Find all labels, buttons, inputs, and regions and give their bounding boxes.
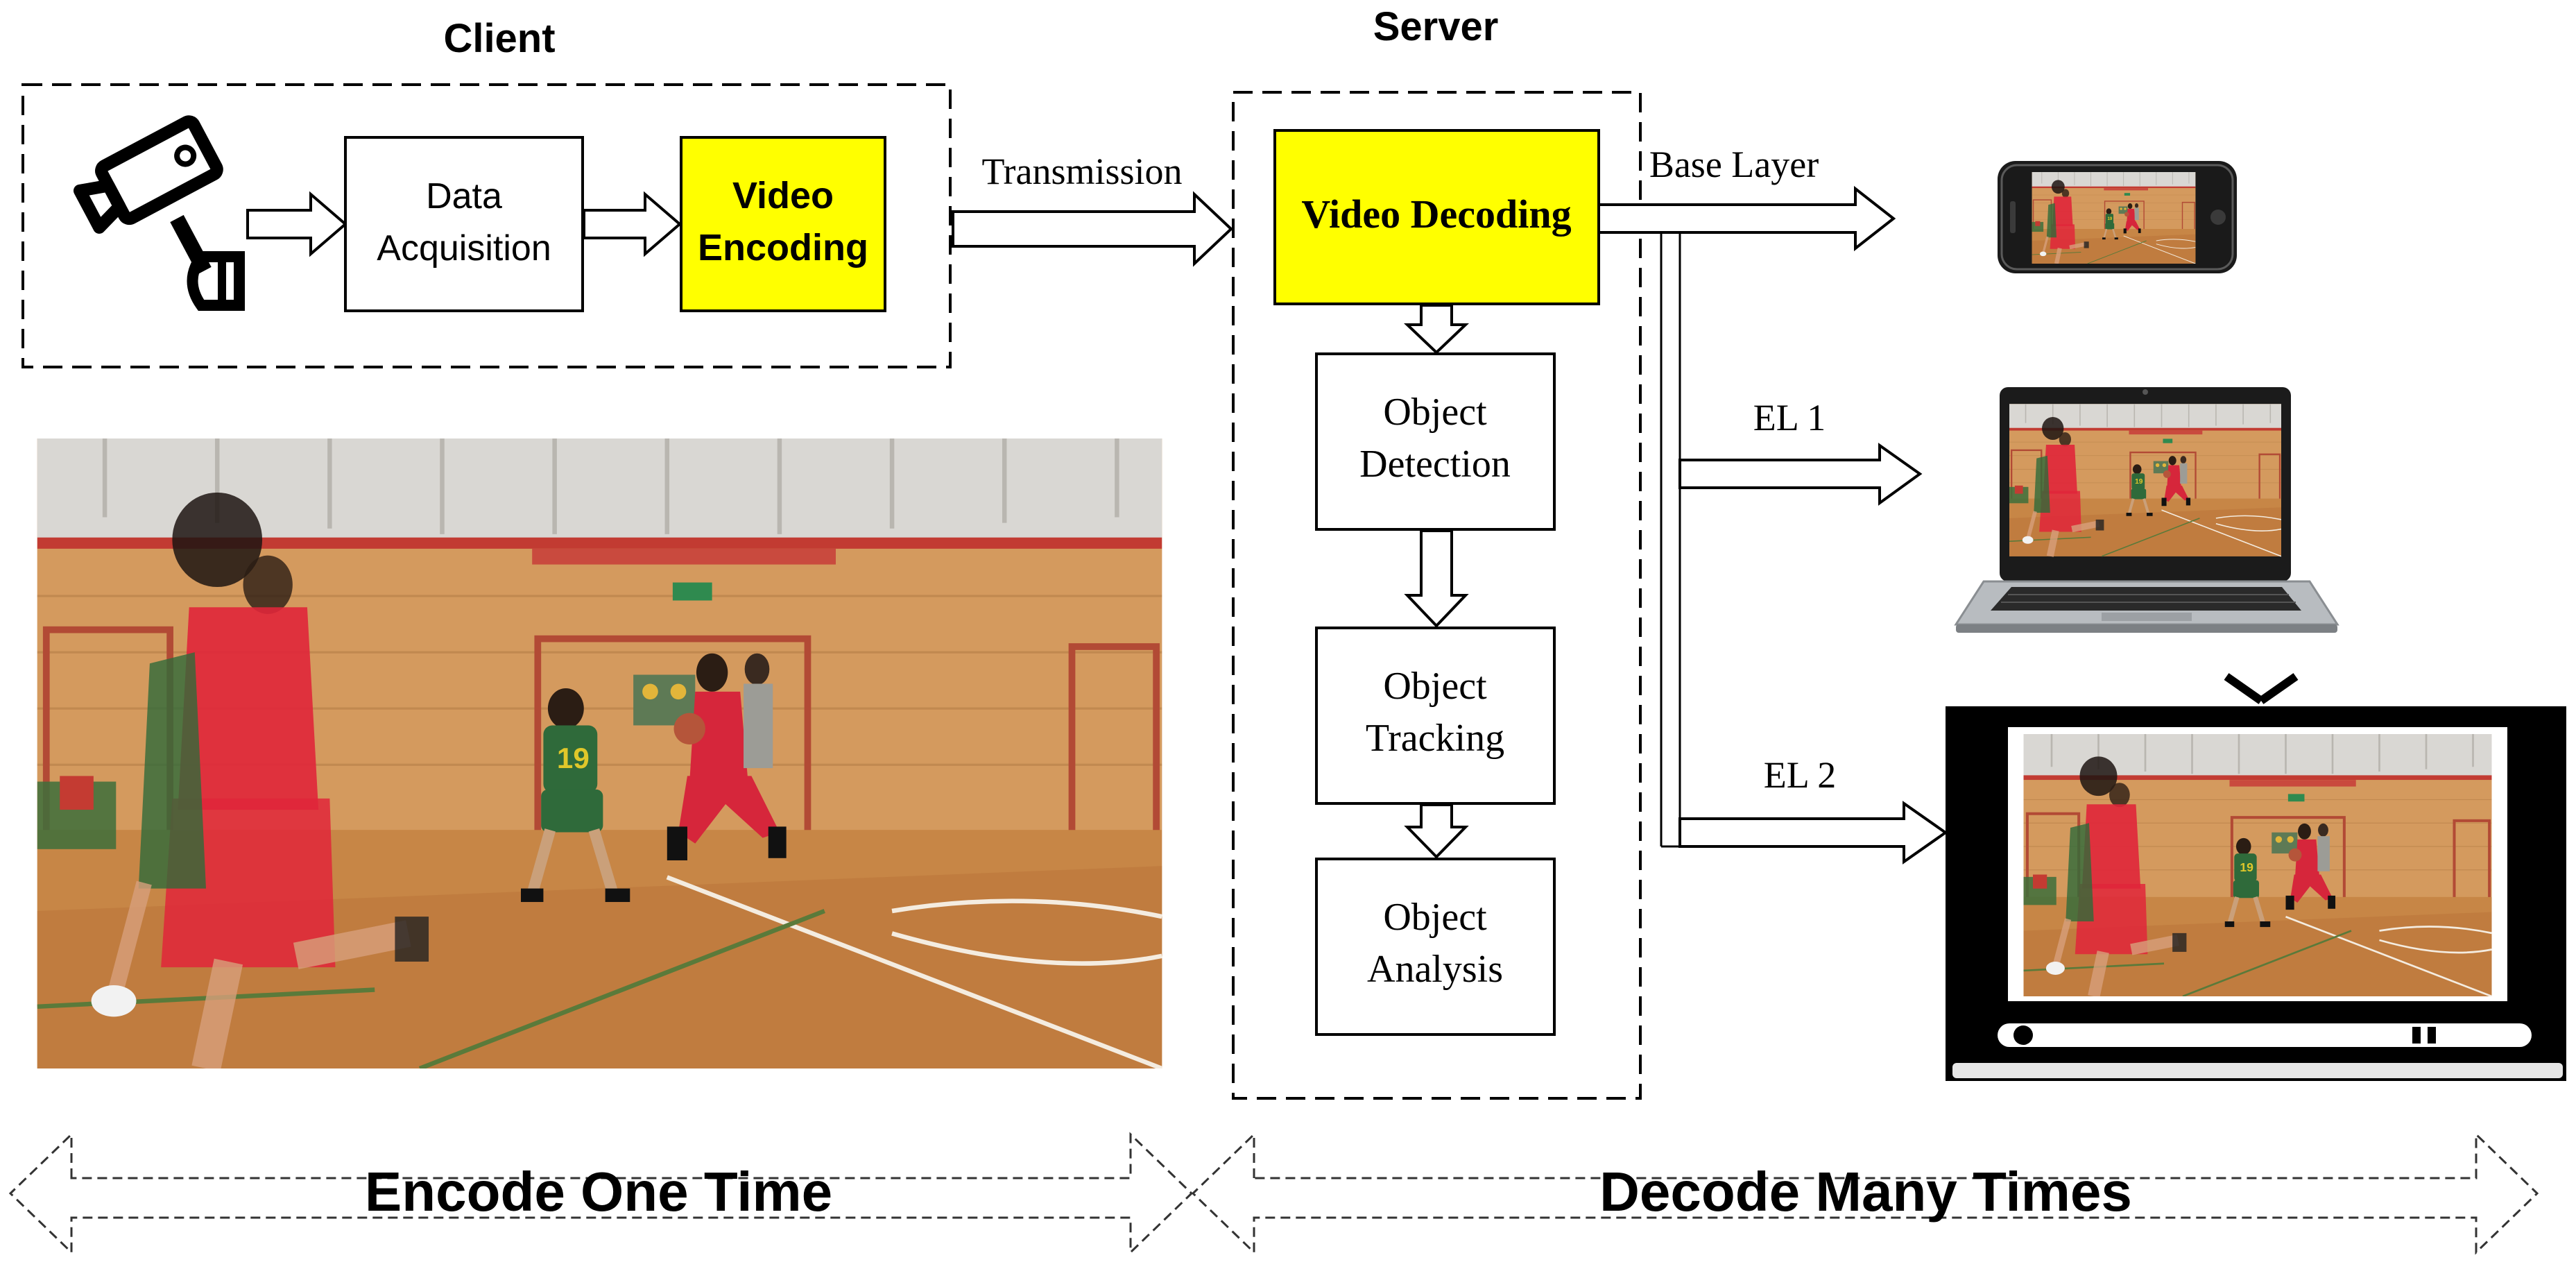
object-analysis-label-2: Analysis	[1367, 948, 1503, 991]
transmission-arrow	[952, 191, 1233, 267]
el1-arrow	[1678, 443, 1923, 506]
object-tracking-label-2: Tracking	[1366, 717, 1504, 760]
object-tracking-label-1: Object	[1383, 665, 1487, 708]
decode-double-arrow-outline	[1191, 1132, 2539, 1255]
video-encoding-label-2: Encoding	[698, 227, 868, 269]
base-layer-arrow	[1597, 185, 1896, 252]
encode-double-arrow-outline	[8, 1132, 1194, 1255]
el1-label: EL 1	[1753, 397, 1826, 438]
video-decoding-box	[1273, 129, 1600, 305]
el2-arrow	[1678, 801, 1948, 865]
cctv-camera-icon	[73, 115, 245, 311]
object-detection-label-2: Detection	[1359, 443, 1511, 486]
arrow-decoding-to-detection	[1404, 304, 1469, 355]
laptop-icon	[1954, 387, 2339, 633]
client-boundary	[22, 83, 952, 368]
data-acquisition-box	[344, 136, 584, 312]
decode-many-times-label: Decode Many Times	[1599, 1161, 2132, 1223]
data-acquisition-label-2: Acquisition	[377, 228, 551, 269]
transmission-label: Transmission	[981, 151, 1182, 192]
encode-one-time-label: Encode One Time	[365, 1161, 832, 1223]
arrow-tracking-to-analysis	[1404, 803, 1469, 859]
encode-double-arrow	[71, 1134, 1131, 1136]
data-acquisition-label-1: Data	[426, 176, 502, 216]
smartphone-icon	[1998, 161, 2237, 273]
basketball-game-photo	[37, 438, 1162, 1068]
arrow-camera-to-acquisition	[246, 191, 348, 257]
video-encoding-box	[680, 136, 886, 312]
server-boundary	[1232, 91, 1642, 1100]
video-decoding-label: Video Decoding	[1301, 191, 1571, 237]
server-title: Server	[1373, 4, 1499, 49]
object-detection-label-1: Object	[1383, 391, 1487, 434]
video-encoding-label-1: Video	[732, 175, 834, 216]
object-analysis-label-1: Object	[1383, 896, 1487, 939]
object-detection-box	[1315, 352, 1556, 531]
television-icon	[1946, 673, 2566, 1081]
client-title: Client	[443, 16, 555, 61]
object-analysis-box	[1315, 858, 1556, 1036]
arrow-detection-to-tracking	[1404, 529, 1469, 628]
object-tracking-box	[1315, 627, 1556, 805]
el2-label: EL 2	[1764, 754, 1836, 796]
arrow-acquisition-to-encoding	[583, 191, 682, 257]
base-layer-label: Base Layer	[1649, 144, 1819, 185]
